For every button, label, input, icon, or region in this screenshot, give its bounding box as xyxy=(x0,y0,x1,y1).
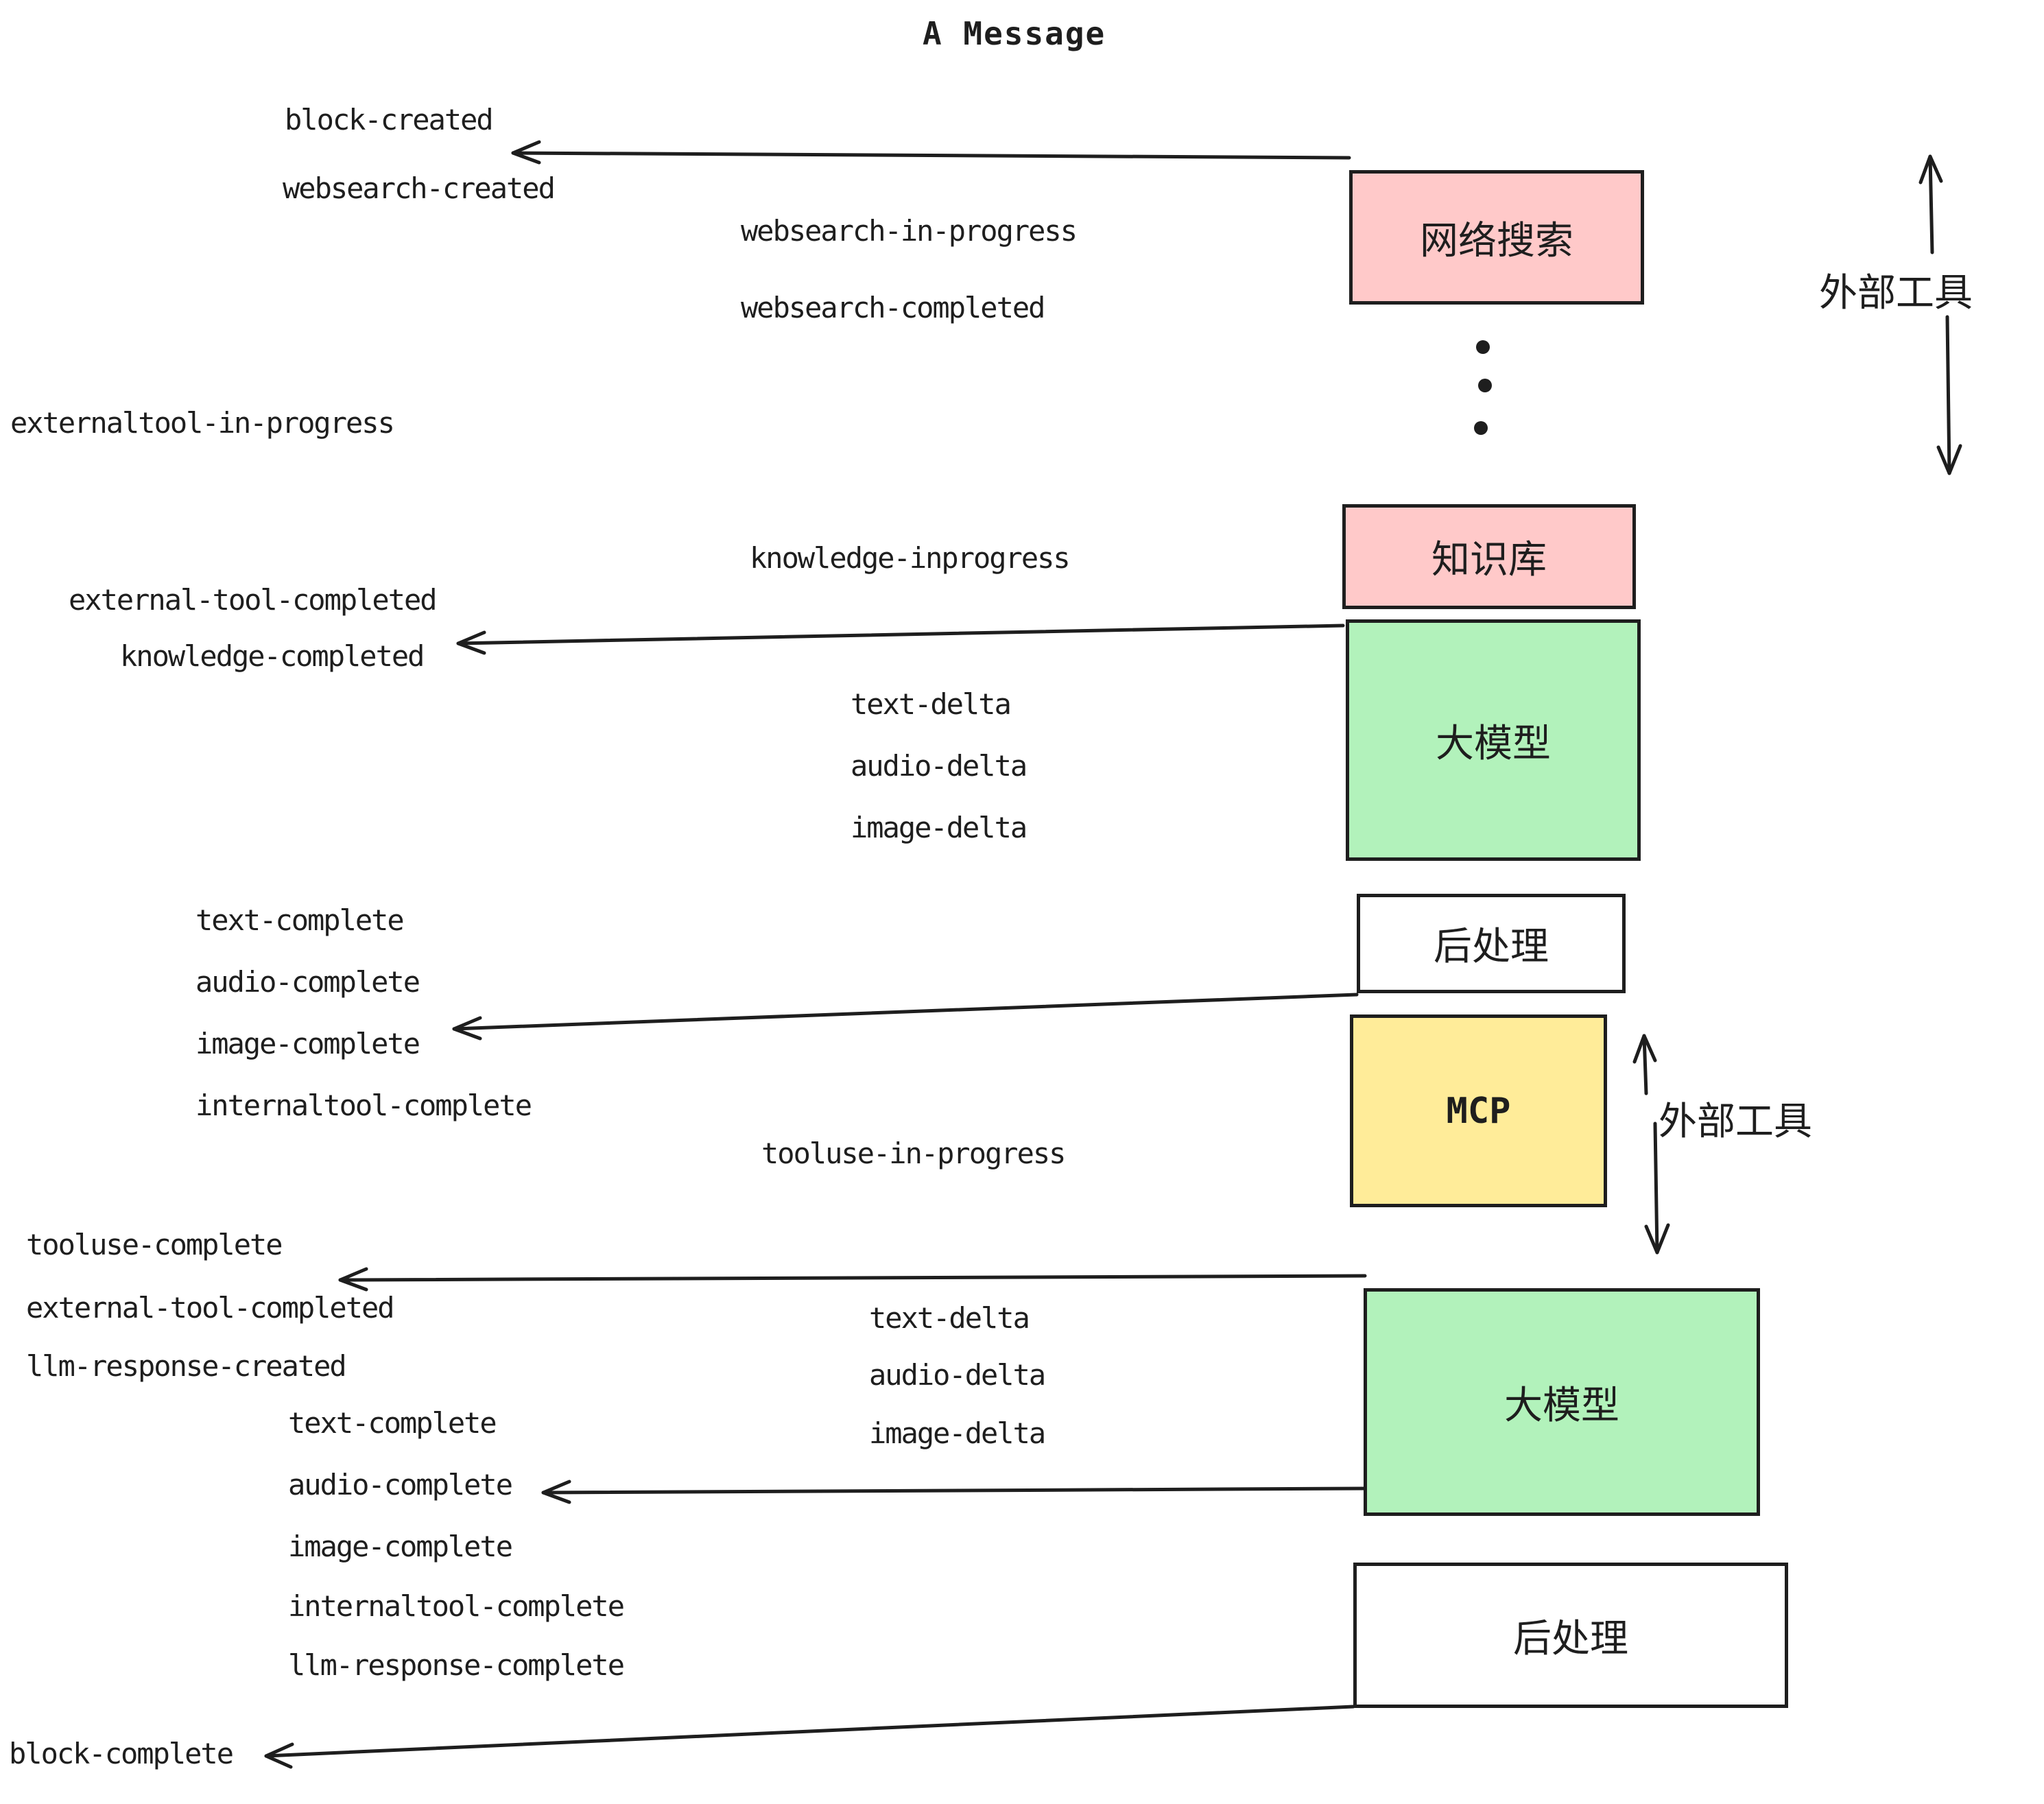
box-knowledge: 知识库 xyxy=(1342,504,1636,609)
event-label-image-delta-1: image-delta xyxy=(851,811,1027,844)
event-label-externaltool-in-progress: externaltool-in-progress xyxy=(10,406,395,440)
event-label-llm-response-complete: llm-response-complete xyxy=(288,1648,625,1682)
event-label-audio-complete-2: audio-complete xyxy=(288,1468,513,1502)
event-label-knowledge-completed: knowledge-completed xyxy=(120,639,425,673)
event-label-audio-complete-1: audio-complete xyxy=(195,965,420,999)
event-label-llm-response-created: llm-response-created xyxy=(26,1349,347,1383)
arrow-complete-group-1 xyxy=(452,993,1359,1041)
arrow-knowledge-completed xyxy=(456,624,1345,655)
event-label-text-delta-1: text-delta xyxy=(851,687,1012,721)
event-label-internaltool-complete-2: internaltool-complete xyxy=(288,1589,625,1623)
ellipsis-dots xyxy=(1474,340,1492,435)
event-label-audio-delta-1: audio-delta xyxy=(851,749,1027,783)
event-label-block-complete: block-complete xyxy=(9,1737,234,1770)
box-post-top: 后处理 xyxy=(1357,894,1626,993)
arrow-block-complete xyxy=(264,1705,1355,1769)
event-label-tooluse-complete: tooluse-complete xyxy=(26,1228,283,1261)
event-label-websearch-completed: websearch-completed xyxy=(741,291,1045,324)
event-label-image-delta-2: image-delta xyxy=(869,1416,1046,1450)
event-label-knowledge-inprogress: knowledge-inprogress xyxy=(750,541,1071,575)
event-label-internaltool-complete-1: internaltool-complete xyxy=(195,1089,532,1122)
box-mcp: MCP xyxy=(1350,1014,1607,1207)
arrow-complete-group-2 xyxy=(541,1480,1366,1504)
box-websearch: 网络搜索 xyxy=(1349,170,1644,305)
arrow-tooluse-complete xyxy=(338,1267,1367,1292)
event-label-image-complete-2: image-complete xyxy=(288,1530,513,1563)
page-title: A Message xyxy=(923,15,1106,52)
event-label-block-created: block-created xyxy=(285,103,494,137)
event-label-text-delta-2: text-delta xyxy=(869,1301,1030,1335)
box-post-bottom: 后处理 xyxy=(1353,1563,1788,1708)
event-label-text-complete-1: text-complete xyxy=(195,903,405,937)
event-label-external-tool-completed-1: external-tool-completed xyxy=(69,583,438,617)
event-label-tooluse-in-progress: tooluse-in-progress xyxy=(761,1137,1066,1170)
box-llm-bottom: 大模型 xyxy=(1364,1288,1760,1516)
event-label-websearch-in-progress: websearch-in-progress xyxy=(741,214,1078,248)
external-tools-label-top: 外部工具 xyxy=(1819,271,1973,316)
external-tools-label-bottom: 外部工具 xyxy=(1659,1100,1812,1144)
event-label-websearch-created: websearch-created xyxy=(283,171,556,205)
event-label-image-complete-1: image-complete xyxy=(195,1027,420,1060)
box-llm-top: 大模型 xyxy=(1346,619,1641,861)
event-label-audio-delta-2: audio-delta xyxy=(869,1358,1046,1392)
arrow-websearch-created xyxy=(511,140,1351,165)
event-label-text-complete-2: text-complete xyxy=(288,1406,497,1440)
event-label-external-tool-completed-2: external-tool-completed xyxy=(26,1291,395,1325)
